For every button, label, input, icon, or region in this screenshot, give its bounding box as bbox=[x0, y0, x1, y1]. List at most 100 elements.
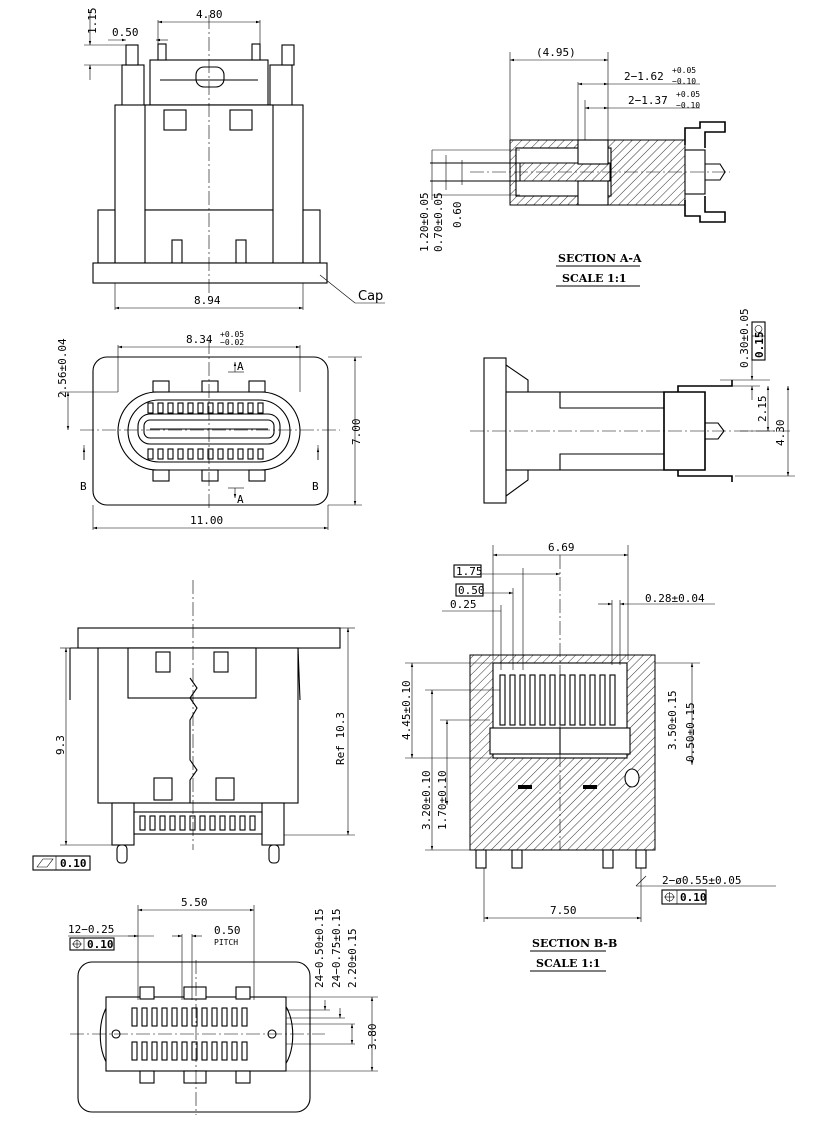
top-dim-offset: 2.56±0.04 bbox=[56, 338, 69, 398]
rear-dim-ref: Ref 10.3 bbox=[334, 712, 347, 765]
section-bb-title: SECTION B-B bbox=[532, 937, 617, 950]
rear-view: 9.3 Ref 10.3 0.10 bbox=[32, 580, 355, 871]
rear-contact bbox=[179, 815, 186, 831]
side-flange bbox=[483, 357, 507, 504]
top-view: A A B B 8.34 +0.05 −0.02 2.56±0.04 7.00 … bbox=[56, 330, 363, 530]
footprint-pad-upper bbox=[171, 1007, 178, 1027]
section-bb-dim-320: 3.20±0.10 bbox=[420, 770, 433, 830]
top-contact-upper bbox=[227, 402, 234, 414]
footprint-dim-span: 5.50 bbox=[181, 896, 208, 909]
rear-contact bbox=[139, 815, 146, 831]
top-contact-lower bbox=[167, 448, 174, 460]
rear-flange bbox=[77, 627, 341, 649]
section-bb-dim-025: 0.25 bbox=[450, 598, 477, 611]
footprint-pad-upper bbox=[141, 1007, 148, 1027]
top-dim-width: 11.00 bbox=[190, 514, 223, 527]
top-contact-lower bbox=[207, 448, 214, 460]
side-tolerance-frame bbox=[751, 321, 766, 361]
section-bb-dim-170: 1.70±0.10 bbox=[436, 770, 449, 830]
top-contact-upper bbox=[157, 402, 164, 414]
section-bb-contact bbox=[609, 674, 616, 726]
section-bb-contact bbox=[569, 674, 576, 726]
top-contact-lower bbox=[177, 448, 184, 460]
section-bb-contact bbox=[499, 674, 506, 726]
section-aa-view: (4.95) 2−1.62 +0.05 −0.10 2−1.37 +0.05 −… bbox=[418, 46, 730, 287]
footprint-dim-pads: 12−0.25 bbox=[68, 923, 114, 936]
section-bb-dim-050: 0.50 bbox=[458, 584, 485, 597]
side-view: 0.30±0.05 0.15 2.15 4.30 bbox=[470, 308, 795, 504]
top-contact-lower bbox=[147, 448, 154, 460]
footprint-pad-lower bbox=[231, 1041, 238, 1061]
footprint-pad-upper bbox=[191, 1007, 198, 1027]
footprint-pad-lower bbox=[221, 1041, 228, 1061]
top-marker-b-right: B bbox=[312, 480, 319, 493]
top-contact-upper bbox=[167, 402, 174, 414]
svg-text:+0.05: +0.05 bbox=[220, 330, 244, 339]
section-aa-dim-hole-b: 2−1.37 bbox=[628, 94, 668, 107]
footprint-dim-p1: 24−0.50±0.15 bbox=[313, 909, 326, 988]
footprint-pad-upper bbox=[131, 1007, 138, 1027]
top-contact-lower bbox=[197, 448, 204, 460]
footprint-pad-upper bbox=[211, 1007, 218, 1027]
top-dim-inner-width: 8.34 bbox=[186, 333, 213, 346]
svg-text:+0.05: +0.05 bbox=[676, 90, 700, 99]
footprint-pad-lower bbox=[151, 1041, 158, 1061]
svg-text:+0.05: +0.05 bbox=[672, 66, 696, 75]
section-bb-contact bbox=[559, 674, 566, 726]
top-dim-height: 7.00 bbox=[350, 419, 363, 446]
rear-contact bbox=[219, 815, 226, 831]
rear-flatness-value: 0.10 bbox=[60, 857, 87, 870]
top-contact-lower bbox=[237, 448, 244, 460]
top-contact-lower bbox=[247, 448, 254, 460]
section-bb-contact bbox=[519, 674, 526, 726]
front-cap-callout: Cap bbox=[358, 289, 383, 304]
section-bb-view: 6.69 1.75 0.50 0.25 0.28±0.04 4.45±0.10 … bbox=[400, 541, 776, 972]
side-dim-thickness: 0.30±0.05 bbox=[738, 308, 751, 368]
rear-contact bbox=[229, 815, 236, 831]
section-bb-contact bbox=[549, 674, 556, 726]
section-bb-contact bbox=[509, 674, 516, 726]
section-bb-dim-175: 1.75 bbox=[456, 565, 483, 578]
section-aa-dim-h2: 0.70±0.05 bbox=[432, 192, 445, 252]
top-contact-lower bbox=[217, 448, 224, 460]
rear-contact bbox=[159, 815, 166, 831]
section-aa-dim-hole-a: 2−1.62 bbox=[624, 70, 664, 83]
top-contact-upper bbox=[257, 402, 264, 414]
top-contact-lower bbox=[257, 448, 264, 460]
section-bb-contact bbox=[589, 674, 596, 726]
top-contact-upper bbox=[247, 402, 254, 414]
top-contact-upper bbox=[217, 402, 224, 414]
footprint-tolerance-value: 0.10 bbox=[87, 938, 114, 951]
section-bb-dim-holes: 2−ø0.55±0.05 bbox=[662, 874, 741, 887]
section-bb-dim-width: 6.69 bbox=[548, 541, 575, 554]
rear-contact bbox=[189, 815, 196, 831]
top-contact-lower bbox=[187, 448, 194, 460]
footprint-dim-pitch-word: PITCH bbox=[214, 938, 238, 947]
rear-contact bbox=[169, 815, 176, 831]
top-contact-lower bbox=[227, 448, 234, 460]
flatness-icon bbox=[36, 858, 54, 868]
footprint-pad-lower bbox=[241, 1041, 248, 1061]
section-bb-contact bbox=[529, 674, 536, 726]
side-tolerance-value: 0.15 bbox=[753, 332, 766, 359]
section-bb-contact bbox=[539, 674, 546, 726]
footprint-pad-lower bbox=[131, 1041, 138, 1061]
front-dim-pin-pitch: 0.50 bbox=[112, 26, 139, 39]
section-aa-dim-length: (4.95) bbox=[536, 46, 576, 59]
front-left-pin bbox=[121, 64, 145, 111]
section-bb-dim-050v: 0.50±0.15 bbox=[684, 702, 697, 762]
side-dim-total: 4.30 bbox=[774, 420, 787, 447]
footprint-view: 5.50 12−0.25 0.10 0.50 PITCH 24−0.50±0.1… bbox=[68, 896, 379, 1115]
side-dim-mid: 2.15 bbox=[756, 396, 769, 423]
section-bb-dim-445: 4.45±0.10 bbox=[400, 680, 413, 740]
section-aa-title: SECTION A-A bbox=[558, 252, 642, 265]
rear-contact bbox=[249, 815, 256, 831]
footprint-tolerance-frame bbox=[69, 937, 115, 951]
section-aa-dim-h3: 0.60 bbox=[451, 202, 464, 229]
rear-contact bbox=[149, 815, 156, 831]
section-bb-dim-bottom: 7.50 bbox=[550, 904, 577, 917]
footprint-dim-pitch: 0.50 bbox=[214, 924, 241, 937]
section-bb-dim-pin: 0.28±0.04 bbox=[645, 592, 705, 605]
footprint-pad-lower bbox=[171, 1041, 178, 1061]
